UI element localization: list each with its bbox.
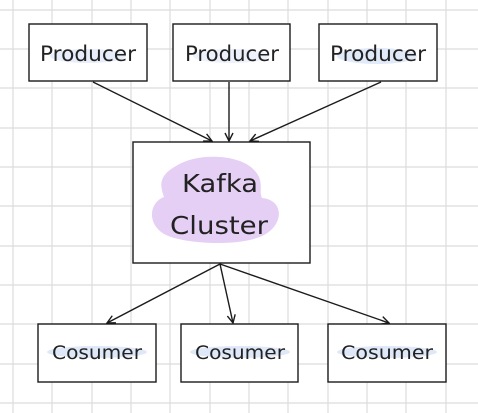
arrow-producer-3-to-cluster — [250, 81, 382, 141]
producer-box-1: Producer — [28, 23, 148, 82]
producer-to-cluster-arrows — [92, 81, 382, 141]
cluster-highlight-scribble — [151, 156, 279, 243]
producer-label-1: Producer — [40, 42, 136, 66]
consumer-label-2: Cosumer — [195, 342, 285, 364]
kafka-cluster-box: Kafka Cluster — [132, 141, 311, 264]
cluster-label-line-2: Cluster — [170, 211, 269, 240]
producer-box-2: Producer — [172, 23, 291, 82]
cluster-label-line-1: Kafka — [182, 169, 258, 198]
consumer-box-1: Cosumer — [37, 323, 157, 383]
arrow-cluster-to-consumer-3 — [219, 263, 389, 323]
arrow-cluster-to-consumer-1 — [107, 263, 221, 323]
consumer-box-3: Cosumer — [327, 323, 447, 383]
producer-label-2: Producer — [185, 42, 279, 66]
consumer-label-1: Cosumer — [52, 342, 142, 364]
arrow-producer-1-to-cluster — [92, 81, 212, 141]
producer-label-3: Producer — [330, 42, 426, 66]
consumer-box-2: Cosumer — [180, 323, 299, 383]
producer-box-3: Producer — [318, 23, 438, 82]
consumer-label-3: Cosumer — [341, 342, 433, 364]
arrow-cluster-to-consumer-2 — [219, 263, 233, 323]
cluster-to-consumer-arrows — [107, 263, 389, 323]
